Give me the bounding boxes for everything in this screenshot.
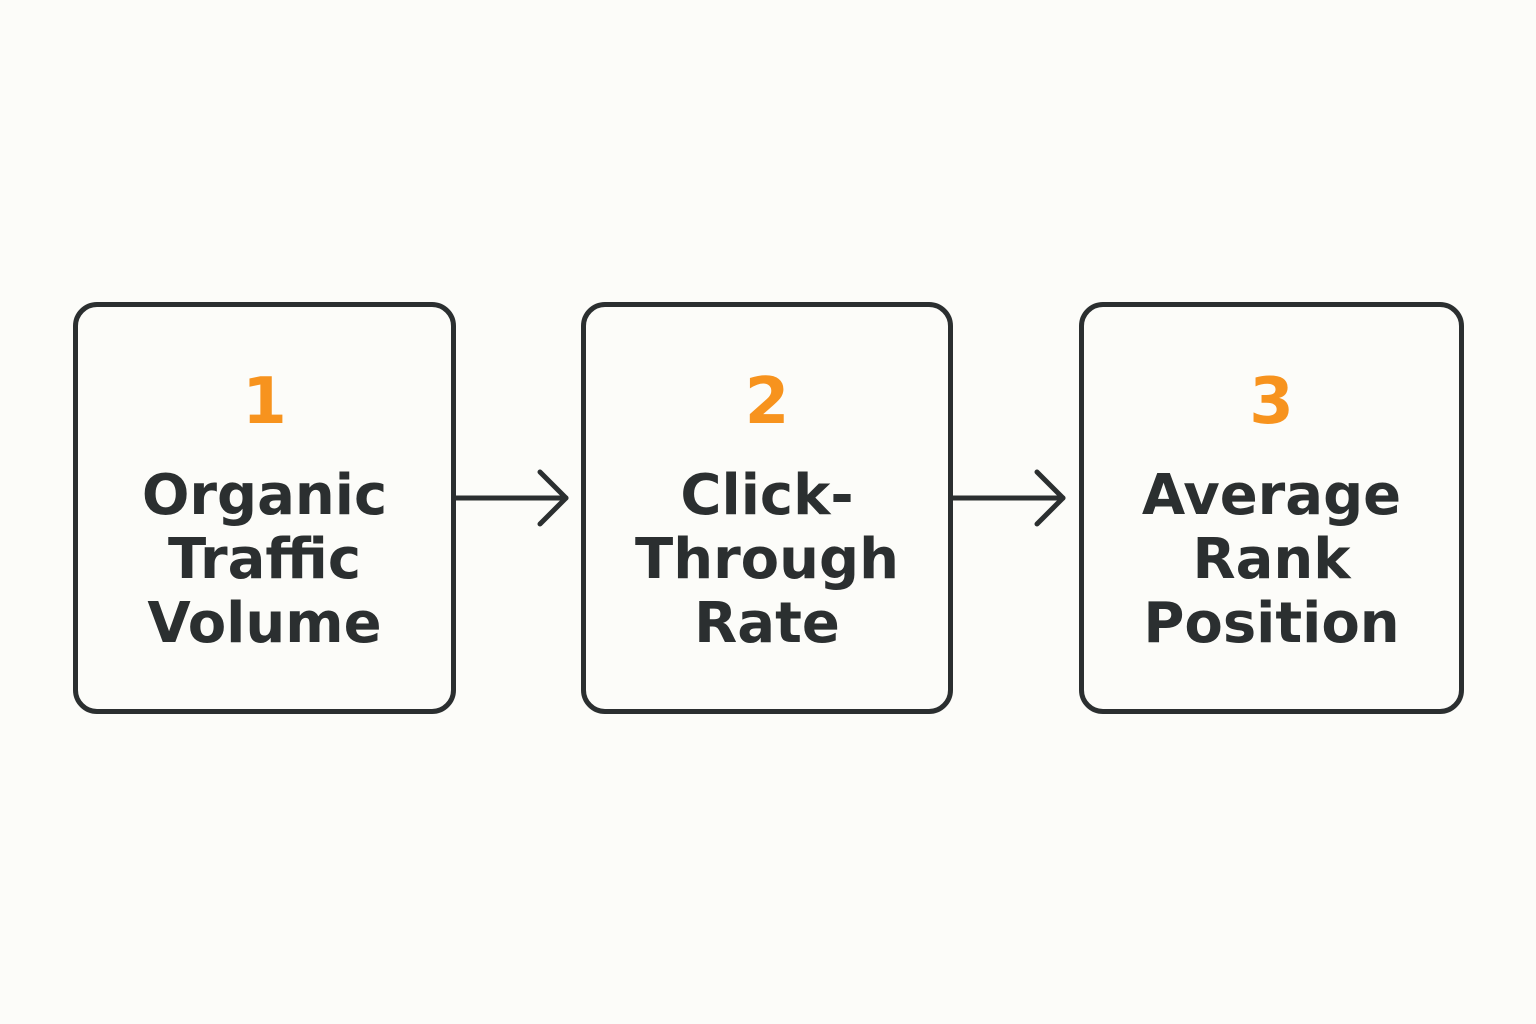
- step-label-2-line-3: Rate: [694, 591, 840, 656]
- step-number-2: 2: [744, 365, 790, 439]
- step-label-1: Organic Traffic Volume: [78, 464, 451, 656]
- step-label-1-line-2: Traffic: [167, 527, 362, 592]
- step-label-1-line-1: Organic: [141, 463, 388, 528]
- step-label-3-line-2: Rank: [1192, 527, 1351, 592]
- step-label-3: Average Rank Position: [1084, 464, 1459, 656]
- step-number-1: 1: [242, 365, 287, 439]
- step-label-3-line-1: Average: [1141, 463, 1402, 528]
- step-box-2: 2 Click- Through Rate: [581, 302, 953, 714]
- step-box-1: 1 Organic Traffic Volume: [73, 302, 456, 714]
- arrow-right-icon: [453, 469, 569, 527]
- step-box-3: 3 Average Rank Position: [1079, 302, 1464, 714]
- step-label-1-line-3: Volume: [147, 591, 382, 656]
- step-label-2-line-1: Click-: [680, 463, 854, 528]
- step-label-2: Click- Through Rate: [586, 464, 948, 656]
- arrow-right-icon: [950, 469, 1066, 527]
- step-label-2-line-2: Through: [635, 527, 899, 592]
- step-label-3-line-3: Position: [1143, 591, 1400, 656]
- step-number-3: 3: [1249, 365, 1294, 439]
